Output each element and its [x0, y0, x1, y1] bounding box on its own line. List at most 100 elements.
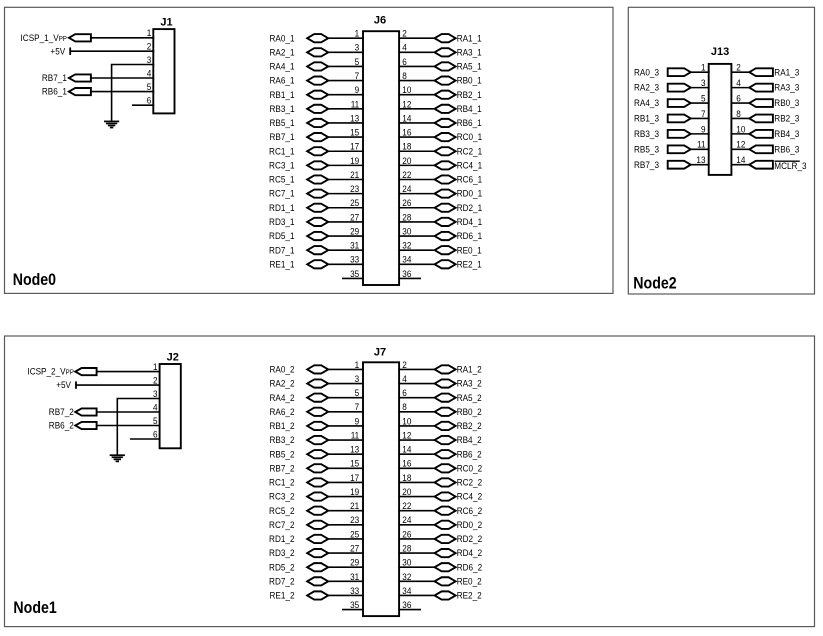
- svg-text:9: 9: [701, 124, 706, 135]
- svg-text:RB2_1: RB2_1: [457, 89, 482, 100]
- svg-text:33: 33: [350, 254, 359, 265]
- svg-text:RA4_3: RA4_3: [634, 98, 659, 109]
- svg-text:23: 23: [350, 515, 359, 526]
- svg-text:3: 3: [147, 54, 152, 65]
- svg-text:4: 4: [736, 78, 741, 89]
- svg-text:31: 31: [350, 571, 359, 582]
- svg-text:RC0_2: RC0_2: [457, 463, 483, 474]
- svg-text:10: 10: [402, 85, 411, 96]
- svg-text:RB5_1: RB5_1: [269, 118, 294, 129]
- svg-text:RD4_1: RD4_1: [457, 216, 483, 227]
- svg-text:4: 4: [147, 68, 152, 79]
- svg-text:30: 30: [402, 557, 411, 568]
- svg-text:J13: J13: [711, 46, 729, 58]
- svg-text:13: 13: [696, 155, 705, 166]
- svg-text:18: 18: [402, 472, 411, 483]
- svg-text:30: 30: [402, 226, 411, 237]
- svg-text:7: 7: [355, 70, 360, 81]
- svg-text:RB7_1: RB7_1: [269, 132, 294, 143]
- svg-text:RB1_2: RB1_2: [269, 421, 294, 432]
- svg-text:RA2_1: RA2_1: [269, 47, 294, 58]
- svg-text:9: 9: [355, 85, 360, 96]
- svg-text:RD2_1: RD2_1: [457, 202, 483, 213]
- svg-text:RC4_1: RC4_1: [457, 160, 483, 171]
- svg-text:20: 20: [402, 486, 411, 497]
- svg-text:RD2_2: RD2_2: [457, 534, 483, 545]
- svg-text:RA0_3: RA0_3: [634, 67, 659, 78]
- svg-text:RA0_2: RA0_2: [269, 364, 294, 375]
- svg-text:4: 4: [402, 42, 407, 53]
- svg-text:34: 34: [402, 254, 411, 265]
- svg-text:RB7_2: RB7_2: [269, 463, 294, 474]
- svg-text:16: 16: [402, 127, 411, 138]
- svg-text:27: 27: [350, 212, 359, 223]
- svg-text:RA2_3: RA2_3: [634, 82, 659, 93]
- svg-text:36: 36: [402, 600, 411, 611]
- svg-text:RD5_2: RD5_2: [269, 562, 295, 573]
- svg-text:28: 28: [402, 212, 411, 223]
- svg-text:RC3_1: RC3_1: [269, 160, 295, 171]
- svg-text:7: 7: [355, 402, 360, 413]
- svg-text:RA3_3: RA3_3: [774, 82, 799, 93]
- svg-text:18: 18: [402, 141, 411, 152]
- svg-text:19: 19: [350, 155, 359, 166]
- svg-text:2: 2: [153, 375, 158, 386]
- svg-text:36: 36: [402, 268, 411, 279]
- svg-text:RC7_1: RC7_1: [269, 188, 295, 199]
- svg-text:+5V: +5V: [56, 380, 71, 391]
- svg-text:28: 28: [402, 543, 411, 554]
- svg-text:5: 5: [701, 93, 706, 104]
- svg-text:RB1_1: RB1_1: [269, 89, 294, 100]
- svg-text:RC5_1: RC5_1: [269, 174, 295, 185]
- svg-text:RB3_2: RB3_2: [269, 435, 294, 446]
- svg-text:RB0_2: RB0_2: [457, 406, 482, 417]
- svg-text:8: 8: [402, 70, 407, 81]
- svg-text:RA1_2: RA1_2: [457, 364, 482, 375]
- svg-text:RA1_3: RA1_3: [774, 67, 799, 78]
- svg-text:RC2_1: RC2_1: [457, 146, 483, 157]
- svg-text:25: 25: [350, 198, 359, 209]
- svg-text:32: 32: [402, 571, 411, 582]
- svg-text:13: 13: [350, 444, 359, 455]
- svg-text:4: 4: [402, 373, 407, 384]
- svg-text:RB6_2: RB6_2: [457, 449, 482, 460]
- svg-text:1: 1: [355, 359, 360, 370]
- svg-text:RC1_1: RC1_1: [269, 146, 295, 157]
- svg-text:14: 14: [402, 113, 411, 124]
- svg-text:RB1_3: RB1_3: [634, 113, 659, 124]
- svg-text:RB4_3: RB4_3: [774, 128, 799, 139]
- svg-text:RE1_2: RE1_2: [269, 590, 294, 601]
- svg-text:26: 26: [402, 198, 411, 209]
- svg-text:RC2_2: RC2_2: [457, 477, 483, 488]
- svg-text:1: 1: [355, 28, 360, 39]
- svg-text:RB7_2: RB7_2: [49, 407, 74, 418]
- svg-text:RD7_1: RD7_1: [269, 245, 295, 256]
- svg-text:6: 6: [402, 388, 407, 399]
- svg-text:10: 10: [402, 416, 411, 427]
- svg-text:RE0_2: RE0_2: [457, 576, 482, 587]
- svg-text:RD3_2: RD3_2: [269, 548, 295, 559]
- svg-text:31: 31: [350, 240, 359, 251]
- svg-text:12: 12: [402, 430, 411, 441]
- svg-text:27: 27: [350, 543, 359, 554]
- svg-text:19: 19: [350, 486, 359, 497]
- svg-text:RB6_2: RB6_2: [49, 420, 74, 431]
- svg-text:RD7_2: RD7_2: [269, 576, 295, 587]
- svg-text:Node0: Node0: [13, 271, 57, 289]
- svg-text:8: 8: [402, 402, 407, 413]
- svg-text:RD5_1: RD5_1: [269, 231, 295, 242]
- svg-text:11: 11: [351, 430, 360, 441]
- svg-text:RD0_2: RD0_2: [457, 519, 483, 530]
- svg-text:RA1_1: RA1_1: [457, 33, 482, 44]
- svg-text:RB0_3: RB0_3: [774, 98, 799, 109]
- svg-text:RB5_2: RB5_2: [269, 449, 294, 460]
- svg-text:2: 2: [147, 41, 152, 52]
- svg-text:3: 3: [701, 78, 706, 89]
- svg-text:2: 2: [402, 28, 407, 39]
- svg-text:RB5_3: RB5_3: [634, 144, 659, 155]
- svg-text:Node1: Node1: [13, 599, 57, 617]
- svg-text:1: 1: [153, 362, 158, 373]
- svg-text:34: 34: [402, 585, 411, 596]
- svg-text:RB4_2: RB4_2: [457, 435, 482, 446]
- svg-text:RB6_1: RB6_1: [42, 86, 67, 97]
